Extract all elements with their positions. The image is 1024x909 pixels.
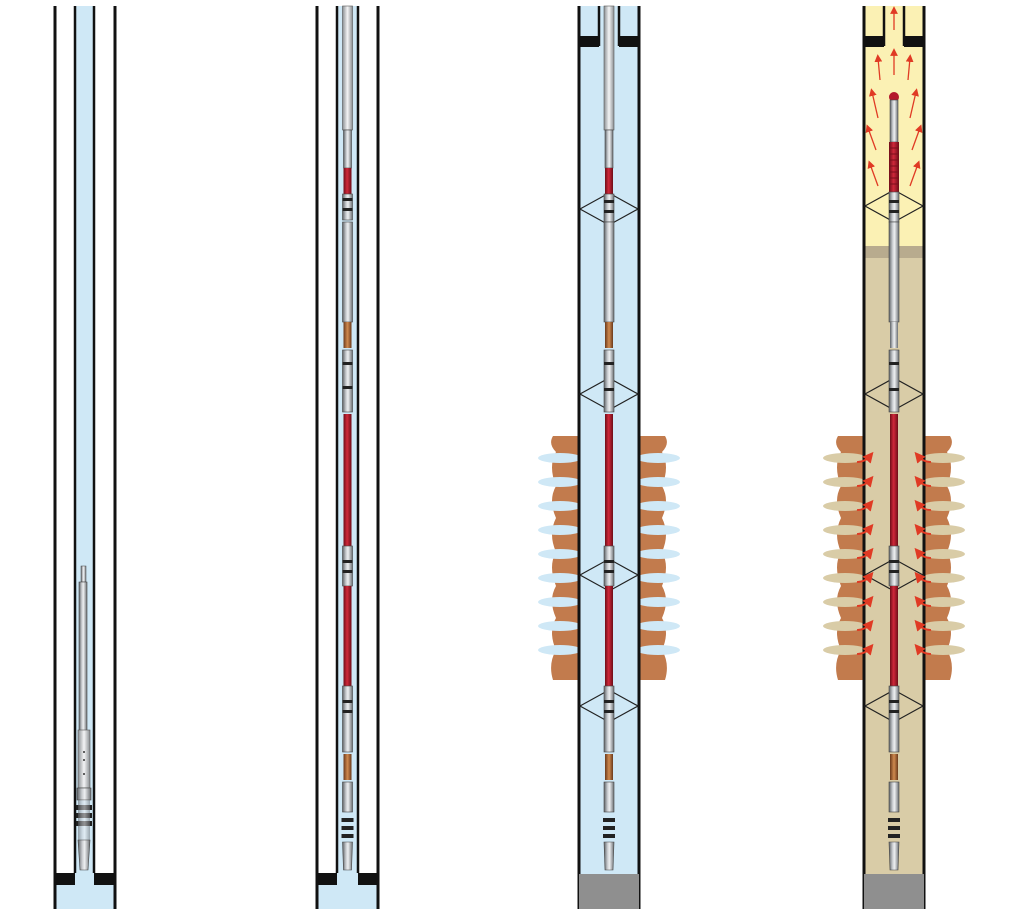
tubing-packer-right	[904, 36, 924, 47]
gun-string	[603, 5, 615, 871]
flow-arrows-up	[865, 6, 923, 187]
tubing-packer-left	[864, 36, 884, 47]
bottom-plug	[579, 874, 639, 909]
bridge-plug-left	[55, 873, 75, 885]
stage-4	[823, 6, 965, 909]
gun-string	[888, 92, 900, 871]
stage-1	[53, 6, 117, 909]
bridge-plug-right	[94, 873, 115, 885]
stage-2	[315, 5, 380, 909]
flow-arrows-inflow	[856, 451, 932, 656]
perforation-tunnels	[823, 453, 965, 655]
tubing-packer-right	[619, 36, 639, 47]
centralizers	[578, 192, 640, 723]
gun-string	[341, 5, 354, 871]
stage-3	[538, 5, 680, 909]
bottom-plug	[864, 874, 924, 909]
tubing-packer-left	[579, 36, 599, 47]
perforation-tunnels	[538, 453, 680, 655]
centralizers	[863, 189, 925, 723]
bridge-plug-right	[358, 873, 378, 885]
bridge-plug-left	[317, 873, 337, 885]
setting-tool	[76, 565, 92, 871]
